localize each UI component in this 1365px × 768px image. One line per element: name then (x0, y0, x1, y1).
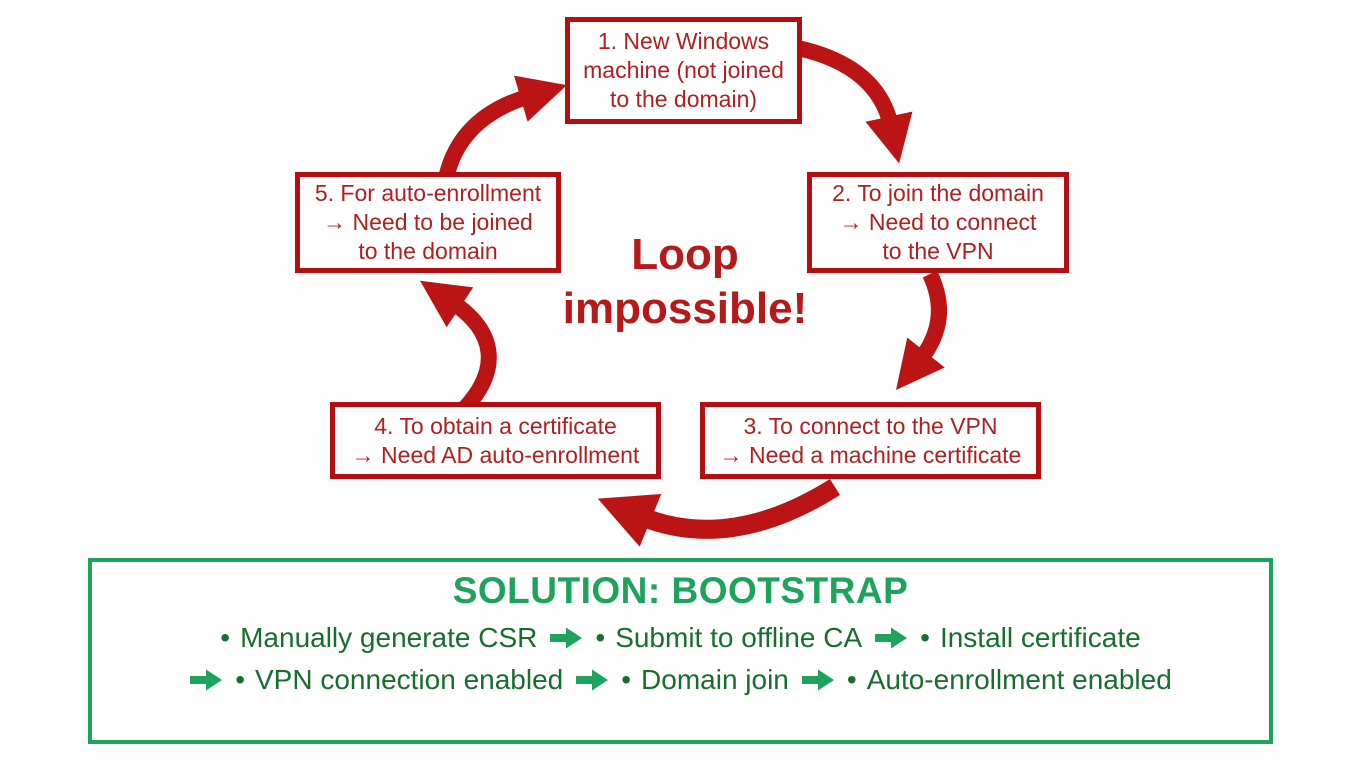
solution-step-label: Submit to offline CA (615, 622, 863, 653)
loop-arrow-step1-to-step2 (796, 40, 913, 164)
bullet-icon: • (846, 663, 857, 695)
solution-step: • Manually generate CSR (220, 622, 538, 654)
center-label: Loop impossible! (530, 228, 840, 335)
loop-box-line: 5. For auto-enrollment (314, 180, 542, 207)
solution-title: SOLUTION: BOOTSTRAP (452, 570, 909, 611)
loop-box-line: → Need a machine certificate (719, 441, 1022, 468)
bullet-icon: • (235, 663, 245, 695)
bullet-icon: • (621, 663, 632, 695)
solution-box: SOLUTION: BOOTSTRAP • Manually generate … (88, 558, 1273, 744)
solution-step-label: Manually generate CSR (240, 622, 538, 653)
loop-box-line: 4. To obtain a certificate (374, 412, 617, 439)
loop-box-line: 2. To join the domain (832, 180, 1044, 207)
loop-box-line: to the VPN (882, 237, 994, 264)
loop-box-step3: 3. To connect to the VPN → Need a machin… (700, 402, 1041, 479)
solution-step-label: Auto-enrollment enabled (866, 663, 1172, 695)
bullet-icon: • (220, 622, 231, 653)
solution-step: • Submit to offline CA (595, 622, 863, 654)
solution-row-2: • VPN connection enabled • Domain join •… (189, 663, 1172, 696)
solution-step-label: Domain join (641, 663, 789, 695)
loop-box-step1: 1. New Windows machine (not joined to th… (565, 17, 802, 124)
flow-arrow-icon (801, 668, 835, 692)
loop-arrow-step3-to-step4 (597, 478, 841, 547)
loop-arrow-step4-to-step5 (420, 280, 497, 414)
solution-step: • VPN connection enabled (235, 663, 564, 696)
loop-arrow-step2-to-step3 (896, 270, 947, 390)
solution-row-1: • Manually generate CSR • Submit to offl… (220, 622, 1141, 654)
bullet-icon: • (920, 622, 930, 653)
loop-arrow-step5-to-step1 (439, 75, 567, 177)
center-label-line2: impossible! (562, 283, 808, 333)
bullet-icon: • (595, 622, 606, 653)
solution-step: • Domain join (621, 663, 789, 696)
solution-step: • Auto-enrollment enabled (846, 663, 1172, 696)
loop-box-step5: 5. For auto-enrollment → Need to be join… (295, 172, 561, 273)
solution-step-label: Install certificate (939, 622, 1141, 653)
solution-step-label: VPN connection enabled (255, 663, 564, 695)
loop-box-line: 1. New Windows (597, 28, 770, 55)
flow-arrow-icon (575, 668, 609, 692)
loop-box-line: → Need to be joined (323, 209, 533, 236)
loop-box-step2: 2. To join the domain → Need to connect … (807, 172, 1069, 273)
loop-box-step4: 4. To obtain a certificate → Need AD aut… (330, 402, 661, 479)
loop-box-line: to the domain) (609, 85, 758, 112)
loop-box-line: machine (not joined (583, 57, 784, 84)
flow-arrow-icon (189, 668, 223, 692)
loop-box-line: → Need to connect (839, 209, 1037, 236)
solution-step: • Install certificate (920, 622, 1141, 654)
flow-arrow-icon (549, 626, 583, 650)
loop-box-line: to the domain (358, 237, 498, 264)
flow-arrow-icon (874, 626, 908, 650)
loop-box-line: → Need AD auto-enrollment (351, 441, 640, 468)
center-label-line1: Loop (631, 230, 739, 279)
loop-box-line: 3. To connect to the VPN (743, 412, 998, 439)
